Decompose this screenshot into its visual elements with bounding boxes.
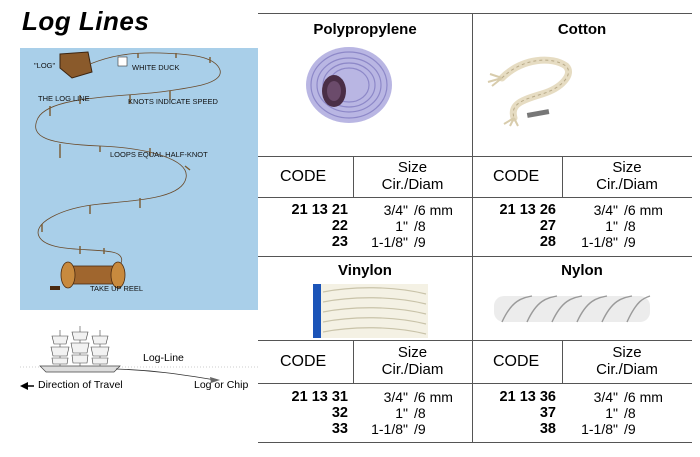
size-header-line1: Size [397,344,428,361]
log-line-diagram: "LOG" WHITE DUCK THE LOG LINE KNOTS INDI… [20,48,258,310]
size-mm: /9 [414,234,426,250]
vinylon-rope-photo [313,284,428,338]
size-mm: /9 [624,421,636,437]
code-value: 33 [331,421,348,437]
grid-line [258,340,692,341]
size-inch: 1-1/8" [581,234,618,250]
label-knots: KNOTS INDICATE SPEED [128,97,218,106]
grid-line [472,13,473,442]
size-header: Size Cir./Diam [353,344,472,378]
code-value: 23 [331,234,348,250]
label-log-line: THE LOG LINE [38,94,90,103]
code-value: 28 [539,234,556,250]
size-header: Size Cir./Diam [562,159,692,193]
size-inch: 1" [605,405,618,421]
size-inch: 1" [395,218,408,234]
cotton-rope-photo [487,56,572,127]
size-list-vinylon: 3/4" /6 mm 1" /8 1-1/8" /9 [362,389,453,437]
label-reel: TAKE UP REEL [90,284,144,293]
size-header: Size Cir./Diam [562,344,692,378]
code-value: 27 [539,218,556,234]
page-title: Log Lines [22,6,150,36]
code-header: CODE [280,168,327,185]
code-value: 22 [331,218,348,234]
code-header: CODE [280,353,327,370]
product-title-polypropylene: Polypropylene [313,21,417,38]
label-loops: LOOPS EQUAL HALF-KNOT [110,150,208,159]
code-value: 38 [539,421,556,437]
code-header: CODE [493,168,540,185]
code-value: 21 13 26 [499,202,556,218]
log-line-drawing [35,51,221,290]
size-inch: 1-1/8" [371,421,408,437]
size-header-line1: Size [612,159,642,176]
size-inch: 3/4" [383,389,408,405]
direction-arrow-icon [20,382,28,390]
code-header: CODE [493,353,540,370]
white-duck-icon [117,56,128,67]
size-header-line1: Size [397,159,428,176]
code-list-nylon: 21 13 36 37 38 [476,389,556,437]
grid-line [258,256,692,257]
code-list-vinylon: 21 13 31 32 33 [262,389,348,437]
size-inch: 1-1/8" [371,234,408,250]
size-inch: 3/4" [383,202,408,218]
log-line-label: Log-Line [143,352,184,364]
grid-line [562,340,563,383]
grid-line [562,156,563,197]
label-log: "LOG" [34,61,56,70]
size-header-line1: Size [612,344,642,361]
size-mm: /6 mm [414,202,453,218]
size-mm: /8 [414,218,426,234]
code-value: 32 [331,405,348,421]
grid-line [353,156,354,197]
direction-label: Direction of Travel [38,379,123,391]
size-mm: /6 mm [624,389,663,405]
size-mm: /6 mm [624,202,663,218]
code-value: 37 [539,405,556,421]
ship-sketch: Log-Line Direction of Travel Log or Chip [20,322,260,402]
log-chip-label: Log or Chip [194,379,249,391]
size-mm: /8 [624,218,636,234]
product-title-nylon: Nylon [561,262,603,279]
size-mm: /8 [414,405,426,421]
log-board-icon [59,51,93,79]
product-title-cotton: Cotton [557,21,607,38]
polypropylene-rope-photo [306,47,392,123]
product-title-vinylon: Vinylon [338,262,392,279]
size-inch: 1" [395,405,408,421]
log-line-path [35,52,221,273]
size-header-line2: Cir./Diam [381,176,444,193]
size-header-line2: Cir./Diam [381,361,444,378]
code-list-cotton: 21 13 26 27 28 [476,202,556,250]
size-mm: /6 mm [414,389,453,405]
label-white-duck: WHITE DUCK [132,63,180,72]
grid-line [258,156,692,157]
size-mm: /9 [414,421,426,437]
size-header-line2: Cir./Diam [596,176,658,193]
nylon-rope-photo [494,295,651,323]
ship-drawing [20,326,260,390]
size-header-line2: Cir./Diam [596,361,658,378]
size-mm: /8 [624,405,636,421]
code-value: 21 13 36 [499,389,556,405]
grid-line [258,383,692,384]
size-list-nylon: 3/4" /6 mm 1" /8 1-1/8" /9 [572,389,663,437]
code-value: 21 13 31 [291,389,348,405]
size-header: Size Cir./Diam [353,159,472,193]
grid-line [353,340,354,383]
size-inch: 1" [605,218,618,234]
grid-line [258,13,692,14]
size-inch: 1-1/8" [581,421,618,437]
size-mm: /9 [624,234,636,250]
code-value: 21 13 21 [291,202,348,218]
grid-line [258,197,692,198]
size-inch: 3/4" [593,202,618,218]
take-up-reel-icon [50,261,126,290]
size-list-polypropylene: 3/4" /6 mm 1" /8 1-1/8" /9 [362,202,453,250]
code-list-polypropylene: 21 13 21 22 23 [262,202,348,250]
size-list-cotton: 3/4" /6 mm 1" /8 1-1/8" /9 [572,202,663,250]
size-inch: 3/4" [593,389,618,405]
grid-line [258,442,692,443]
